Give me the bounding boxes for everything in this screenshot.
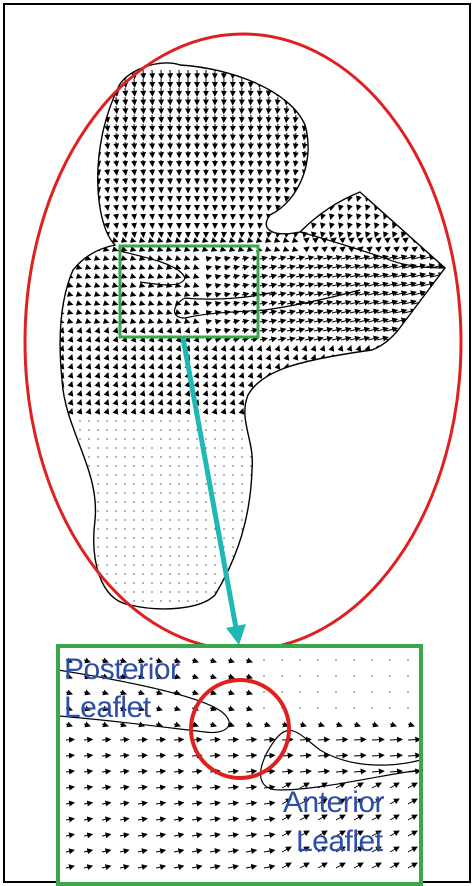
anterior-label-line2: Leaflet (296, 825, 384, 858)
posterior-label-line1: Posterior (64, 653, 180, 686)
anterior-label-line1: Anterior (283, 786, 385, 819)
posterior-label-line2: Leaflet (64, 691, 152, 724)
